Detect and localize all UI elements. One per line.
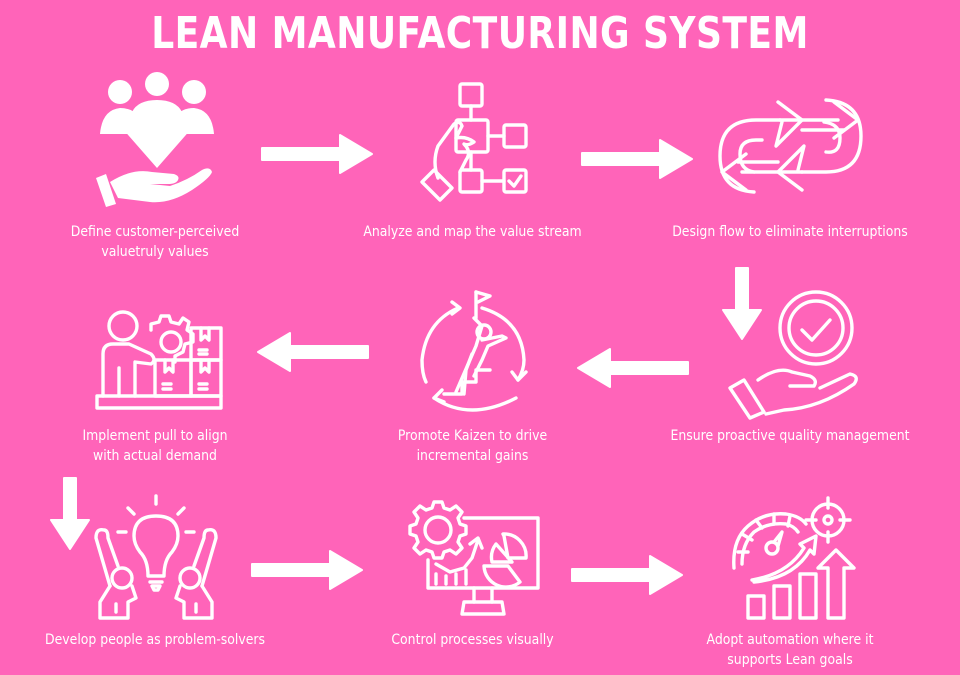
- value-stream-map-icon: [418, 82, 543, 204]
- flow-arrow-right: [260, 132, 375, 176]
- kaizen-climber-icon: [418, 290, 530, 416]
- step-7-label: Develop people as problem-solvers: [45, 632, 265, 648]
- step-3-label: Design flow to eliminate interruptions: [672, 224, 908, 240]
- flow-arrow-right: [570, 553, 685, 597]
- flow-arrow-right: [580, 137, 695, 181]
- flow-arrow-left: [255, 330, 370, 374]
- step-8-label: Control processes visually: [391, 632, 554, 648]
- step-2-label: Analyze and map the value stream: [363, 224, 582, 240]
- flow-arrow-left: [575, 346, 690, 390]
- flow-arrow-right: [250, 548, 365, 592]
- page-title: LEAN MANUFACTURING SYSTEM: [151, 8, 809, 59]
- step-5-label: Promote Kaizen to drive incremental gain…: [397, 428, 548, 464]
- people-idea-icon: [92, 494, 220, 620]
- flow-arrow-down: [720, 266, 764, 342]
- automation-growth-icon: [728, 494, 868, 620]
- step-6-label: Implement pull to align with actual dema…: [82, 428, 228, 464]
- hand-quality-check-icon: [726, 290, 858, 420]
- hand-diamond-customers-icon: [92, 72, 222, 207]
- step-4-label: Ensure proactive quality management: [670, 428, 910, 444]
- step-9-label: Adopt automation where it supports Lean …: [706, 632, 874, 668]
- continuous-flow-arrows-icon: [718, 94, 863, 198]
- pull-inventory-icon: [95, 304, 223, 410]
- flow-arrow-down: [48, 476, 92, 552]
- step-1-label: Define customer-perceived valuetruly val…: [70, 224, 240, 260]
- visual-monitor-icon: [408, 496, 540, 618]
